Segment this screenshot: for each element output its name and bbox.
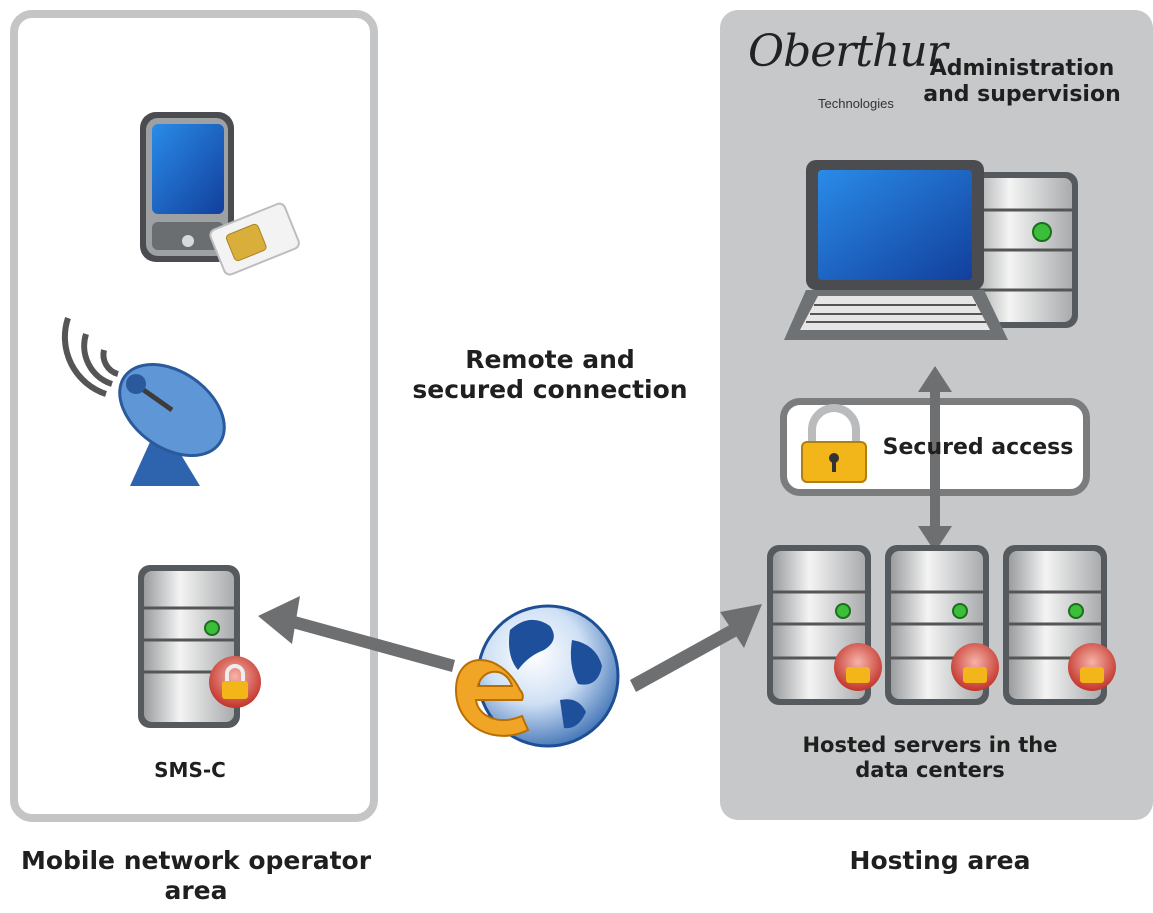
- arrow-to-hosting: [630, 604, 762, 692]
- hosted-servers-line2: data centers: [855, 758, 1005, 783]
- hosting-area-label: Hosting area: [849, 846, 1031, 875]
- admin-label-line1: Administration: [929, 56, 1115, 81]
- connection-label-line2: secured connection: [412, 375, 688, 404]
- hosted-server-icon: [1003, 545, 1116, 705]
- connection-label-line1: Remote and: [465, 345, 635, 374]
- mobile-operator-line1: Mobile network operator: [20, 846, 372, 875]
- padlock-icon: [801, 404, 867, 483]
- hosted-servers-label: Hosted servers in the data centers: [770, 733, 1090, 783]
- secured-access-arrow: [918, 366, 952, 552]
- admin-tower-icon: [962, 172, 1078, 328]
- oberthur-logo-subtitle: Technologies: [818, 96, 894, 111]
- admin-label-line2: and supervision: [923, 82, 1121, 108]
- connection-label: Remote and secured connection: [400, 345, 700, 405]
- arrow-to-smsc: [258, 596, 455, 672]
- oberthur-logo: Oberthur: [748, 26, 948, 77]
- hosted-servers-line1: Hosted servers in the: [802, 733, 1058, 757]
- mobile-operator-line2: area: [164, 876, 228, 905]
- satellite-dish-icon: [61, 317, 226, 486]
- smsc-label: SMS-C: [154, 758, 226, 782]
- laptop-icon: [784, 160, 1008, 340]
- lock-badge-icon: [209, 656, 261, 708]
- mobile-operator-label: Mobile network operator area: [0, 846, 392, 906]
- secured-access-label: Secured access: [882, 435, 1074, 460]
- mobile-phone-icon: [140, 112, 234, 262]
- internet-globe-icon: [454, 604, 620, 748]
- hosted-server-icon: [767, 545, 882, 705]
- admin-label: Administration and supervision: [922, 56, 1122, 109]
- sim-card-icon: [209, 202, 300, 276]
- hosted-server-icon: [885, 545, 999, 705]
